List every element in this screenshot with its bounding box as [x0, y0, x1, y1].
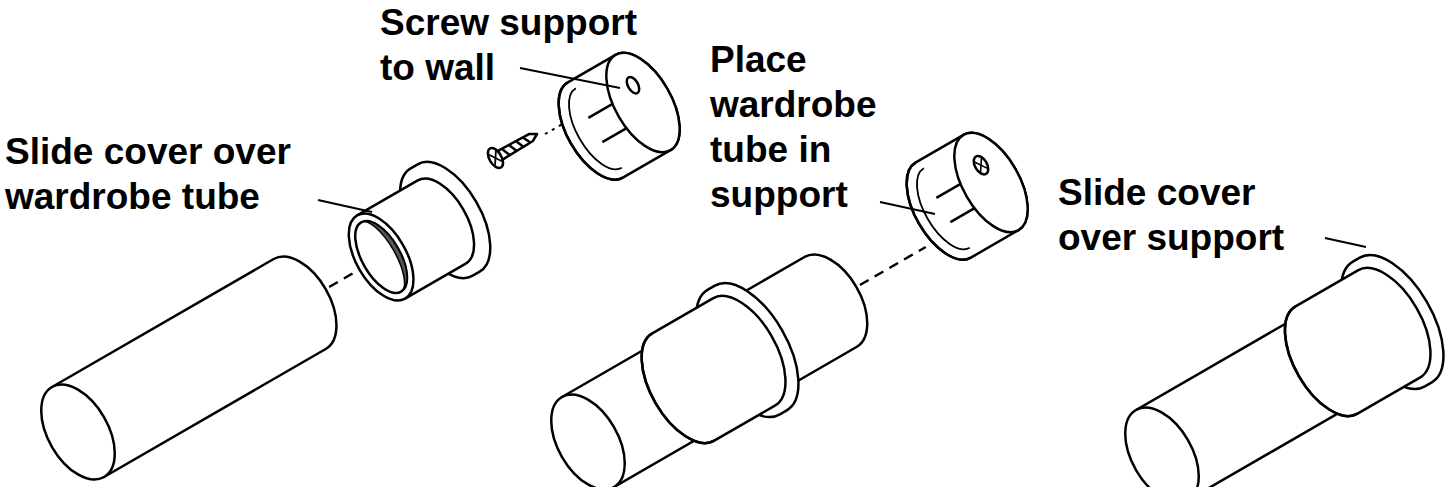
- callout-label: Slide cover over wardrobe tube: [5, 129, 294, 219]
- tube-with-cover: [526, 185, 962, 487]
- wall-support: [544, 41, 695, 192]
- callout-label: Slide cover over support: [1058, 170, 1288, 260]
- callout-label: Place wardrobe tube in support: [710, 37, 880, 217]
- callout-label: Screw support to wall: [380, 0, 640, 90]
- finished-tube: [1100, 240, 1445, 487]
- screw: [485, 124, 543, 170]
- wall-support: [892, 121, 1043, 272]
